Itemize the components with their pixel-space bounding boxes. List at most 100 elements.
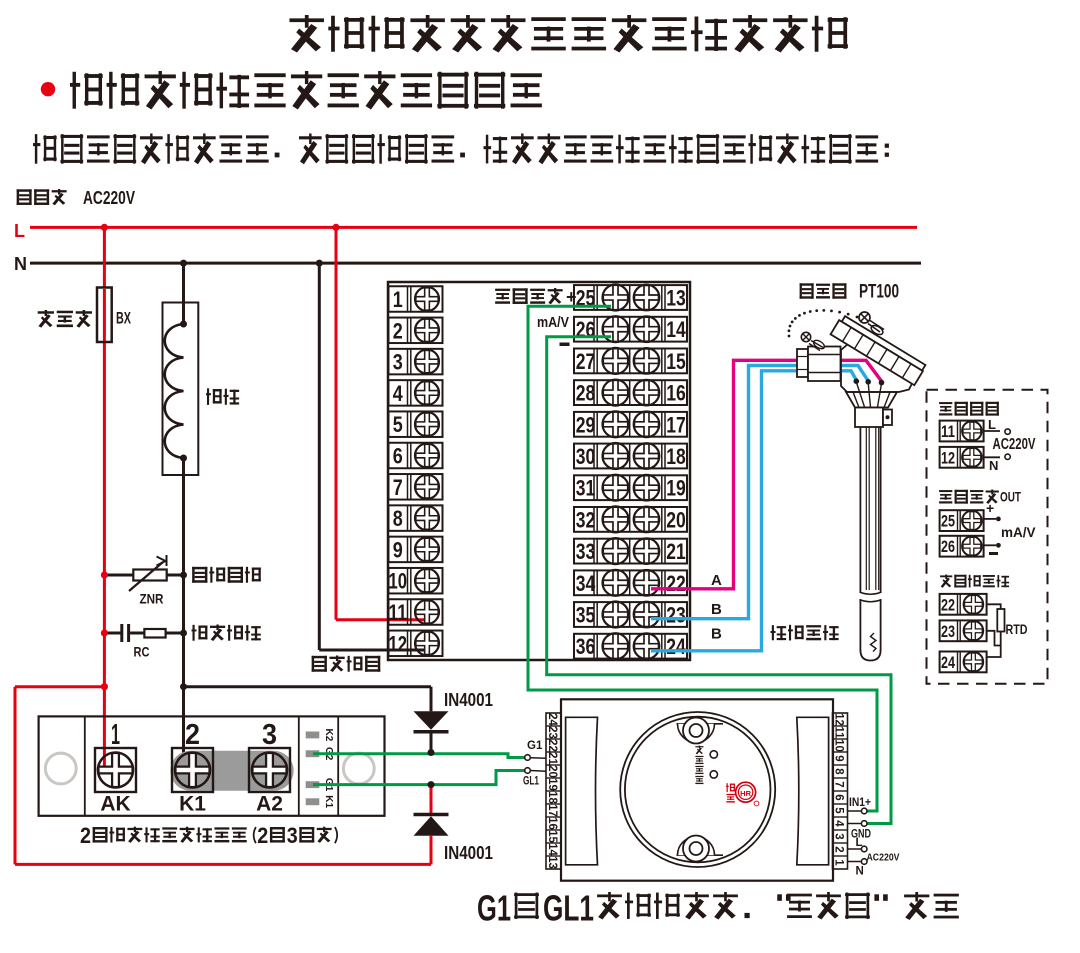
svg-text:13: 13 [546, 856, 558, 869]
svg-text:14: 14 [666, 317, 686, 342]
svg-text:33: 33 [576, 539, 596, 564]
svg-text:19: 19 [546, 778, 558, 791]
svg-text:2: 2 [80, 823, 91, 848]
svg-text:31: 31 [576, 476, 596, 501]
svg-text:7: 7 [393, 475, 403, 500]
svg-text:G1: G1 [477, 888, 511, 929]
svg-text:mA/V: mA/V [1001, 525, 1036, 540]
svg-text:20: 20 [666, 507, 686, 532]
svg-text:HR: HR [740, 789, 751, 798]
svg-text:K1: K1 [323, 795, 334, 808]
svg-text:11: 11 [941, 423, 955, 441]
svg-text:RTD: RTD [1006, 622, 1028, 637]
svg-text:ZNR: ZNR [140, 591, 164, 607]
svg-text:25: 25 [941, 513, 955, 531]
svg-text:9: 9 [833, 755, 845, 761]
svg-text:1: 1 [111, 719, 120, 751]
svg-text:21: 21 [666, 539, 686, 564]
svg-text:AC220V: AC220V [83, 188, 135, 208]
svg-text:OUT: OUT [1000, 490, 1022, 505]
svg-text:B: B [711, 601, 722, 618]
svg-text:5: 5 [833, 807, 845, 814]
svg-text:24: 24 [666, 634, 686, 659]
svg-text:10: 10 [833, 739, 845, 752]
svg-text:25: 25 [576, 286, 596, 311]
svg-text:23: 23 [666, 603, 686, 628]
svg-text:L: L [988, 417, 996, 432]
svg-text:3: 3 [393, 350, 403, 375]
svg-text:BX: BX [116, 309, 131, 328]
svg-text:15: 15 [546, 830, 558, 843]
svg-text:IN1+: IN1+ [849, 797, 871, 809]
svg-text:26: 26 [941, 538, 955, 556]
svg-text:10: 10 [389, 569, 408, 594]
svg-text:17: 17 [666, 412, 686, 437]
svg-text:4: 4 [833, 820, 845, 827]
svg-text:K1: K1 [179, 793, 206, 816]
svg-text:IN4001: IN4001 [444, 690, 493, 710]
svg-text:2: 2 [185, 719, 200, 751]
svg-text:mA/V: mA/V [537, 314, 569, 331]
svg-text:16: 16 [546, 817, 558, 830]
svg-text:8: 8 [833, 768, 845, 775]
svg-text:12: 12 [833, 713, 845, 726]
svg-text:AK: AK [100, 793, 130, 816]
svg-text:+: + [986, 500, 994, 516]
svg-text:16: 16 [666, 381, 686, 406]
svg-text:34: 34 [576, 571, 596, 596]
svg-text:N: N [856, 866, 864, 878]
svg-text:11: 11 [389, 600, 408, 625]
svg-text:2: 2 [393, 318, 403, 343]
svg-text:11: 11 [833, 726, 845, 739]
svg-text:18: 18 [546, 791, 558, 804]
svg-text:N: N [989, 458, 998, 473]
svg-text:21: 21 [546, 752, 558, 765]
svg-text:AC220V: AC220V [993, 436, 1036, 453]
svg-text:30: 30 [576, 444, 596, 469]
svg-text:N: N [14, 254, 27, 274]
svg-text:24: 24 [941, 654, 956, 672]
svg-text:32: 32 [576, 507, 596, 532]
svg-text:5: 5 [393, 412, 403, 437]
svg-text:1: 1 [833, 859, 845, 866]
svg-text:6: 6 [833, 794, 845, 800]
svg-text:29: 29 [576, 412, 596, 437]
svg-text:35: 35 [576, 603, 596, 628]
svg-text:22: 22 [941, 596, 955, 614]
svg-text:26: 26 [576, 317, 596, 342]
svg-text:K2: K2 [323, 729, 334, 742]
svg-text:22: 22 [666, 571, 686, 596]
svg-text:36: 36 [576, 634, 596, 659]
svg-text:RC: RC [134, 644, 150, 660]
svg-text:12: 12 [941, 449, 955, 467]
svg-text:12: 12 [389, 631, 408, 656]
svg-text:18: 18 [666, 444, 686, 469]
svg-text:IN4001: IN4001 [444, 843, 493, 863]
svg-text:23: 23 [941, 623, 955, 641]
svg-text:14: 14 [546, 843, 558, 856]
svg-text:GND: GND [851, 829, 871, 841]
svg-text:2: 2 [257, 823, 268, 848]
svg-text:2: 2 [833, 846, 845, 852]
svg-text:19: 19 [666, 476, 686, 501]
svg-text:A: A [711, 572, 722, 589]
svg-text:L: L [14, 221, 25, 241]
svg-text:AC220V: AC220V [867, 852, 900, 864]
svg-text:15: 15 [666, 349, 686, 374]
svg-text:20: 20 [546, 765, 558, 778]
svg-text:A2: A2 [256, 793, 283, 816]
svg-text:28: 28 [576, 381, 596, 406]
svg-text:23: 23 [546, 726, 558, 739]
svg-text:13: 13 [666, 286, 686, 311]
svg-text:L: L [856, 837, 863, 849]
svg-text:9: 9 [393, 537, 403, 562]
svg-text:GL1: GL1 [523, 776, 539, 788]
svg-text:GL1: GL1 [543, 888, 594, 929]
svg-text:B: B [711, 626, 722, 643]
svg-text:PT100: PT100 [859, 282, 899, 303]
svg-text:3: 3 [262, 719, 277, 751]
svg-text:24: 24 [546, 713, 558, 726]
svg-text:6: 6 [393, 444, 403, 469]
svg-text:4: 4 [393, 381, 403, 406]
svg-text:17: 17 [546, 804, 558, 817]
